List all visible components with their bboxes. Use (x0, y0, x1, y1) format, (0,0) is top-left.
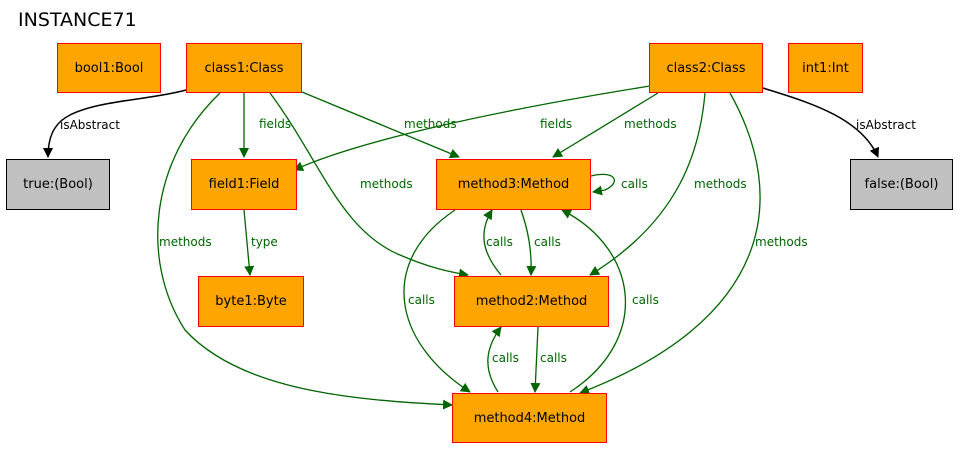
node-class2: class2:Class (649, 43, 763, 93)
label-calls-m3-m2: calls (534, 235, 561, 249)
label-methods-c1-m2: methods (360, 177, 413, 191)
edge-field1-type (243, 209, 255, 276)
node-false: false:(Bool) (850, 159, 953, 210)
label-calls-m3-m4: calls (408, 293, 435, 307)
label-calls-m2-m3: calls (486, 235, 513, 249)
node-field1: field1:Field (191, 159, 297, 210)
node-byte1: byte1:Byte (198, 276, 304, 327)
node-bool1: bool1:Bool (57, 43, 161, 93)
label-fields-class1: fields (259, 117, 291, 131)
label-fields-class2: fields (540, 117, 572, 131)
edge-class2-fields (293, 85, 651, 171)
label-calls-self: calls (621, 177, 648, 191)
label-methods-c2-m3: methods (624, 117, 677, 131)
label-calls-m4-m2: calls (492, 351, 519, 365)
edge-class1-isabstract (43, 89, 187, 158)
edge-m3-calls-m4 (403, 209, 471, 393)
label-isabstract-class1: isAbstract (60, 118, 120, 132)
diagram-title: INSTANCE71 (18, 9, 137, 31)
node-class1: class1:Class (186, 43, 302, 93)
edge-class1-methods-m4 (157, 92, 453, 410)
node-true: true:(Bool) (6, 159, 110, 210)
edge-class1-methods-m2 (269, 92, 469, 279)
node-method4: method4:Method (452, 393, 607, 443)
node-method3: method3:Method (436, 159, 591, 210)
edge-class1-methods-m3 (301, 91, 460, 159)
edge-m2-calls-m3 (483, 209, 502, 276)
label-calls-m4-m3: calls (632, 293, 659, 307)
edge-m2-calls-m4 (530, 326, 541, 393)
label-methods-c1-m3: methods (404, 117, 457, 131)
edge-m4-calls-m2 (487, 326, 502, 393)
label-type: type (251, 235, 278, 249)
edge-class2-methods-m4 (579, 92, 761, 395)
edge-class2-methods-m3 (552, 92, 659, 158)
edge-m3-calls-self (590, 173, 616, 196)
label-calls-m2-m4: calls (540, 351, 567, 365)
label-isabstract-class2: isAbstract (856, 118, 916, 132)
edge-m3-calls-m2 (520, 209, 537, 276)
label-methods-c1-m4: methods (159, 235, 212, 249)
node-method2: method2:Method (454, 276, 609, 327)
label-methods-c2-m2: methods (694, 177, 747, 191)
edge-class2-methods-m2 (589, 92, 706, 276)
label-methods-c2-m4: methods (755, 235, 808, 249)
edge-m4-calls-m3 (561, 209, 627, 393)
node-int1: int1:Int (788, 43, 863, 93)
edge-class2-isabstract (762, 87, 880, 158)
